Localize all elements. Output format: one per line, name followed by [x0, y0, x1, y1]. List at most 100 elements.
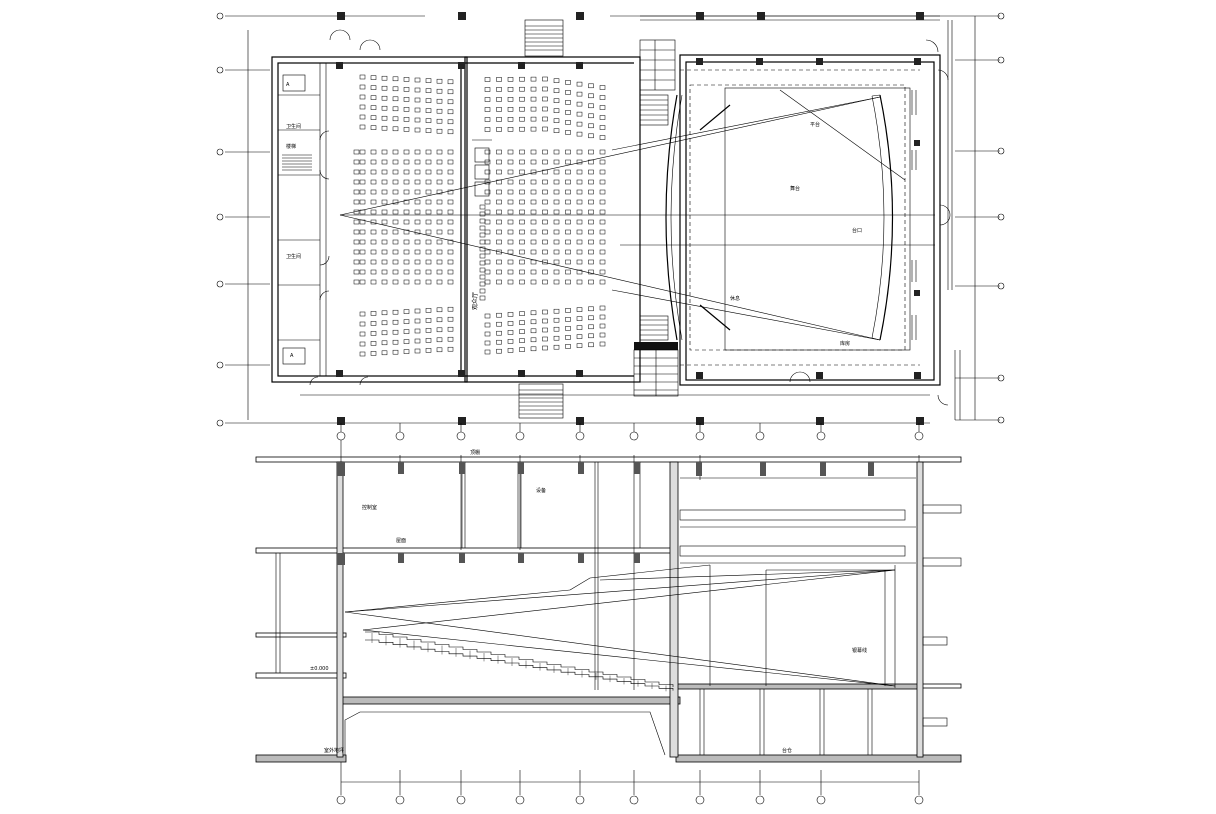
seat [496, 169, 502, 175]
seat [553, 239, 560, 245]
seat [353, 159, 360, 165]
seat [414, 308, 421, 314]
seat [519, 347, 525, 352]
seat [479, 288, 486, 294]
seat [381, 350, 388, 356]
seat [381, 219, 388, 225]
seat [507, 249, 514, 255]
seat [530, 159, 537, 165]
seat [496, 312, 502, 318]
seat [507, 330, 514, 335]
seat [381, 229, 388, 235]
section-label-ground: 室外地坪 [324, 747, 344, 754]
seat [565, 189, 571, 195]
seat [507, 179, 514, 185]
seat [565, 100, 571, 105]
seat [496, 117, 502, 122]
seat [553, 249, 560, 255]
seat [392, 189, 399, 195]
seat [530, 337, 537, 343]
seat [436, 279, 443, 285]
seat [392, 209, 399, 215]
seat [381, 310, 388, 316]
seat [519, 338, 525, 343]
seat [425, 328, 432, 333]
seat [436, 88, 443, 94]
section-label-level: ±0.000 [310, 666, 329, 672]
seat [353, 169, 360, 175]
seat [599, 219, 606, 225]
seat [484, 349, 491, 355]
seat [425, 128, 432, 133]
seat [370, 351, 377, 356]
seat [496, 159, 502, 165]
section-grid-lines [340, 440, 920, 770]
seat [576, 111, 583, 117]
seat [599, 229, 606, 235]
seat [414, 259, 421, 265]
seat [565, 179, 571, 185]
seat [565, 80, 571, 85]
seat [353, 279, 360, 285]
seat [447, 209, 454, 215]
seat [425, 209, 432, 215]
seat [519, 329, 525, 334]
seat [507, 348, 514, 353]
seat [542, 209, 548, 215]
seat [381, 159, 388, 165]
floor-plan: A A 卫生间 卫生间 楼梯 [216, 12, 1005, 441]
seat [447, 99, 454, 105]
seat [353, 199, 360, 205]
seat [599, 135, 606, 140]
seat [542, 309, 548, 315]
seat [530, 269, 537, 275]
seat [403, 349, 410, 354]
seat [507, 321, 514, 326]
seat [447, 79, 454, 85]
seat [359, 199, 366, 205]
seat [519, 259, 525, 265]
seat [507, 259, 514, 265]
seat [507, 117, 514, 122]
seat [370, 321, 377, 326]
seat [479, 225, 486, 231]
seat [359, 311, 366, 317]
seat [370, 169, 377, 175]
seat [507, 269, 514, 275]
seat [553, 189, 560, 195]
seat [436, 189, 443, 195]
seat [588, 83, 594, 89]
seat [392, 309, 399, 315]
seat [447, 239, 454, 245]
seat [553, 179, 560, 185]
seat [447, 189, 454, 195]
seat [392, 116, 399, 122]
seat [565, 269, 571, 275]
seat [565, 219, 571, 225]
seat [599, 125, 606, 130]
seat [359, 149, 366, 155]
seat [436, 347, 443, 353]
seat [403, 127, 410, 132]
seat [599, 314, 606, 320]
seat [530, 106, 537, 112]
seat [425, 219, 432, 225]
seat [414, 169, 421, 175]
seat [392, 239, 399, 245]
seat [530, 229, 537, 235]
seat [599, 341, 606, 347]
seat [392, 249, 399, 255]
seat [479, 204, 486, 210]
seat [519, 279, 525, 285]
seat [403, 219, 410, 225]
section-bottom-grid [336, 770, 924, 805]
seat [392, 279, 399, 285]
seat [565, 259, 571, 265]
seat [392, 106, 399, 112]
seat [542, 239, 548, 245]
seat [370, 311, 377, 316]
seat [414, 229, 421, 235]
label-wc-bottom: 卫生间 [286, 253, 301, 260]
seat [436, 259, 443, 265]
seat [530, 179, 537, 185]
